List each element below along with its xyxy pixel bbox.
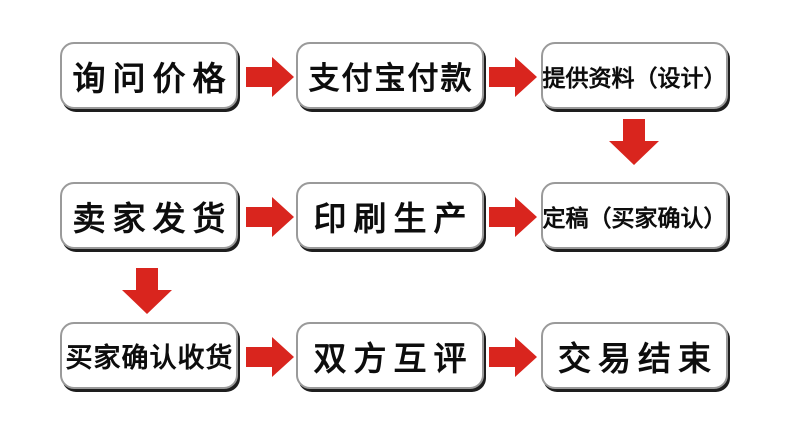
flow-node-transaction-complete: 交易结束 xyxy=(541,322,728,389)
flow-node-label: 双方互评 xyxy=(313,338,474,378)
flow-node-label: 提供资料（设计） xyxy=(542,64,727,92)
arrow-right-icon xyxy=(246,197,294,237)
flow-node-final-draft-buyer-confirm: 定稿（买家确认） xyxy=(541,182,728,249)
flow-node-label: 买家确认收货 xyxy=(65,343,234,374)
arrow-down-icon xyxy=(122,268,172,314)
flow-node-alipay-payment: 支付宝付款 xyxy=(296,42,484,109)
flow-node-label: 卖家发货 xyxy=(72,198,233,238)
flow-node-label: 询问价格 xyxy=(72,58,233,98)
arrow-right-icon xyxy=(246,57,294,97)
arrow-right-icon xyxy=(246,337,294,377)
arrow-right-icon xyxy=(489,337,537,377)
flow-node-label: 支付宝付款 xyxy=(308,61,474,97)
flow-node-seller-ships: 卖家发货 xyxy=(60,182,238,249)
flow-node-label: 交易结束 xyxy=(558,338,718,378)
arrow-right-icon xyxy=(489,197,537,237)
flow-node-mutual-feedback: 双方互评 xyxy=(296,322,484,389)
arrow-right-icon xyxy=(489,57,537,97)
arrow-down-icon xyxy=(609,119,659,165)
flow-node-buyer-confirms-receipt: 买家确认收货 xyxy=(60,322,238,389)
flow-node-label: 定稿（买家确认） xyxy=(542,204,727,232)
flow-node-printing-production: 印刷生产 xyxy=(296,182,484,249)
flow-node-provide-materials-design: 提供资料（设计） xyxy=(541,42,728,109)
flow-node-ask-price: 询问价格 xyxy=(60,42,238,109)
flow-node-label: 印刷生产 xyxy=(313,198,474,238)
